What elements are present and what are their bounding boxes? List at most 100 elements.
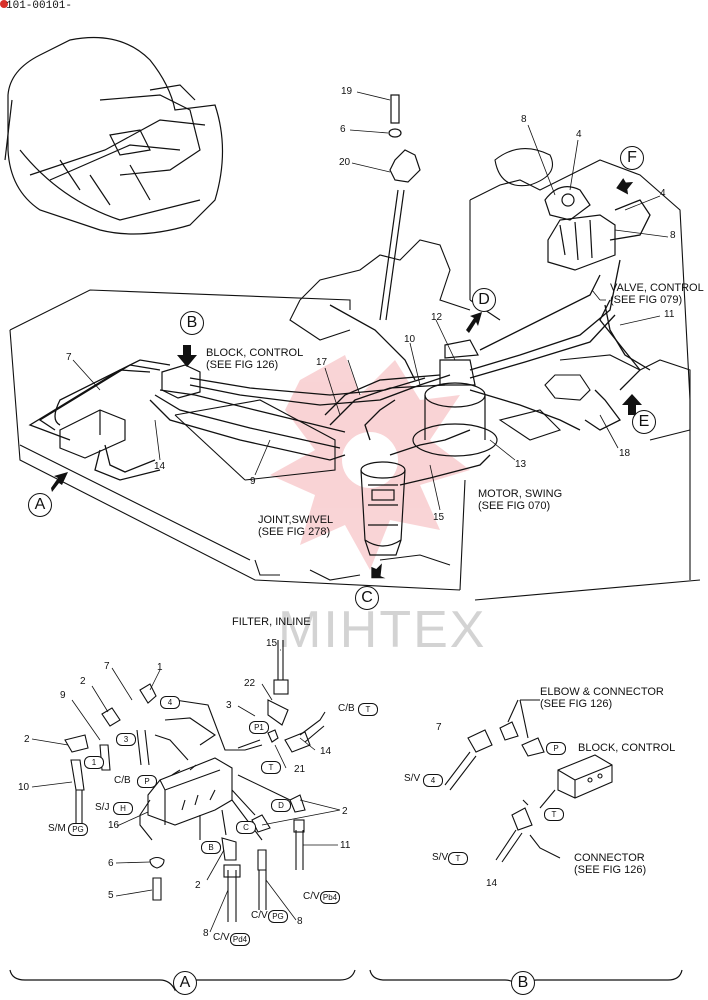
part-number: 8: [521, 114, 527, 125]
view-arrows: [51, 178, 642, 579]
part-number: 8: [297, 916, 303, 927]
part-number: 13: [515, 459, 527, 470]
view-callout-b: B: [180, 311, 204, 335]
section-label-a: A: [173, 971, 197, 995]
pipe-clamp-drawing: [379, 94, 421, 321]
part-number: 2: [24, 734, 30, 745]
watermark-text: MIHTEX: [278, 601, 487, 659]
part-number: 2: [80, 676, 86, 687]
part-number: 7: [436, 722, 442, 733]
part-number: 15: [266, 638, 278, 649]
part-number: 15: [433, 512, 445, 523]
part-number: 22: [244, 678, 256, 689]
port-tag: T: [544, 808, 564, 821]
line-label-cb: C/B: [114, 775, 131, 786]
line-label-cv: C/V: [251, 910, 268, 921]
part-number: 9: [250, 476, 256, 487]
line-label-sv: S/V: [404, 773, 421, 784]
view-callout-e: E: [632, 410, 656, 434]
corner-marker-icon: [0, 0, 8, 8]
part-number: 20: [339, 157, 351, 168]
part-number: 4: [660, 188, 666, 199]
part-number: 1: [157, 662, 163, 673]
port-tag: C: [236, 821, 256, 834]
port-tag: PG: [68, 823, 88, 836]
view-callout-f: F: [620, 146, 644, 170]
port-tag: 1: [84, 756, 104, 769]
view-callout-a: A: [28, 493, 52, 517]
part-number: 11: [664, 309, 675, 320]
label-valve-control: VALVE, CONTROL (SEE FIG 079): [610, 282, 704, 306]
line-label-sj: S/J: [95, 802, 110, 813]
part-number: 8: [203, 928, 209, 939]
part-number: 12: [431, 312, 443, 323]
port-tag: H: [113, 802, 133, 815]
port-tag: P: [137, 775, 157, 788]
port-tag: T: [448, 852, 468, 865]
part-number: 18: [619, 448, 631, 459]
label-block-control-upper: BLOCK, CONTROL (SEE FIG 126): [206, 347, 304, 371]
port-tag: Pb4: [320, 891, 340, 904]
label-block-control-lower: BLOCK, CONTROL: [578, 742, 676, 754]
port-tag: B: [201, 841, 221, 854]
section-brackets: [9, 969, 683, 992]
part-number: 8: [670, 230, 676, 241]
leader-lines-lower: [31, 649, 341, 933]
part-number: 5: [108, 890, 114, 901]
part-number: 14: [320, 746, 332, 757]
part-number: 16: [108, 820, 120, 831]
label-elbow-connector: ELBOW & CONNECTOR (SEE FIG 126): [540, 686, 664, 710]
view-callout-c: C: [355, 586, 379, 610]
line-label-cv: C/V: [303, 891, 320, 902]
part-number: 19: [341, 86, 353, 97]
control-valve-drawing: [544, 186, 616, 271]
part-number: 10: [404, 334, 416, 345]
swing-motor-drawing: [412, 339, 498, 457]
part-number: 3: [226, 700, 232, 711]
swivel-joint-drawing: [360, 461, 406, 556]
detail-b-drawing: [444, 699, 613, 863]
line-label-cv: C/V: [213, 932, 230, 943]
part-number: 6: [340, 124, 346, 135]
part-number: 14: [486, 878, 498, 889]
part-number: 21: [294, 764, 306, 775]
port-tag: 4: [160, 696, 180, 709]
port-tag: T: [358, 703, 378, 716]
part-number: 9: [60, 690, 66, 701]
part-number: 10: [18, 782, 30, 793]
part-number: 14: [154, 461, 166, 472]
figure-code: 101-00101-: [6, 0, 73, 12]
part-number: 7: [104, 661, 110, 672]
detail-a-drawing: [64, 640, 326, 922]
part-number: 2: [195, 880, 201, 891]
label-connector: CONNECTOR (SEE FIG 126): [574, 852, 647, 876]
port-tag: PG: [268, 910, 288, 923]
port-tag: 4: [423, 774, 443, 787]
part-number: 2: [342, 806, 348, 817]
control-block-upper-drawing: [59, 364, 201, 459]
port-tag: P: [546, 742, 566, 755]
part-number: 11: [340, 840, 351, 851]
part-number: 7: [66, 352, 72, 363]
label-filter-inline: FILTER, INLINE: [232, 616, 311, 628]
port-tag: P1: [249, 721, 269, 734]
label-motor-swing: MOTOR, SWING (SEE FIG 070): [478, 488, 563, 512]
line-label-sv: S/V: [432, 852, 449, 863]
port-tag: D: [271, 799, 291, 812]
port-tag: Pd4: [230, 933, 250, 946]
excavator-inset: [4, 36, 224, 235]
part-number: 17: [316, 357, 328, 368]
line-label-sm: S/M: [48, 823, 66, 834]
label-joint-swivel: JOINT,SWIVEL (SEE FIG 278): [258, 514, 334, 538]
leader-lines-upper: [72, 91, 669, 511]
section-label-b: B: [511, 971, 535, 995]
upper-frame: [9, 148, 701, 601]
port-tag: 3: [116, 733, 136, 746]
view-callout-d: D: [472, 288, 496, 312]
port-tag: T: [261, 761, 281, 774]
part-number: 6: [108, 858, 114, 869]
part-number: 4: [576, 129, 582, 140]
